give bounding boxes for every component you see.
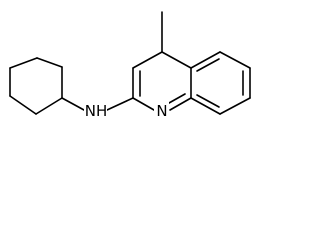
- bond: [169, 97, 192, 111]
- bond: [35, 97, 63, 115]
- bond: [196, 58, 220, 72]
- amine-nitrogen-label: NH: [85, 102, 108, 120]
- bond: [132, 51, 163, 69]
- bond: [9, 95, 37, 115]
- cyclopentyl-ring: [9, 57, 63, 115]
- bond: [132, 97, 155, 111]
- bond: [106, 97, 134, 111]
- bond: [219, 97, 251, 115]
- quinoline-pyridine-ring: [132, 51, 192, 111]
- quinoline-benzo-ring: [190, 51, 251, 115]
- ring-nitrogen-label: N: [156, 102, 167, 120]
- bond: [36, 57, 63, 68]
- bond: [168, 93, 186, 104]
- atom-label-amine-nitrogen: NH: [84, 102, 107, 120]
- label-background: [84, 102, 107, 120]
- bond: [9, 57, 38, 69]
- chemical-structure: NH N: [9, 11, 251, 120]
- bond: [161, 51, 192, 69]
- label-background: [154, 102, 169, 120]
- atom-label-ring-nitrogen: N: [154, 102, 169, 120]
- bond: [61, 97, 85, 111]
- bond: [190, 51, 221, 69]
- amine-linker: [61, 97, 134, 111]
- bond: [196, 94, 220, 108]
- bond: [190, 97, 221, 115]
- bond: [219, 51, 251, 69]
